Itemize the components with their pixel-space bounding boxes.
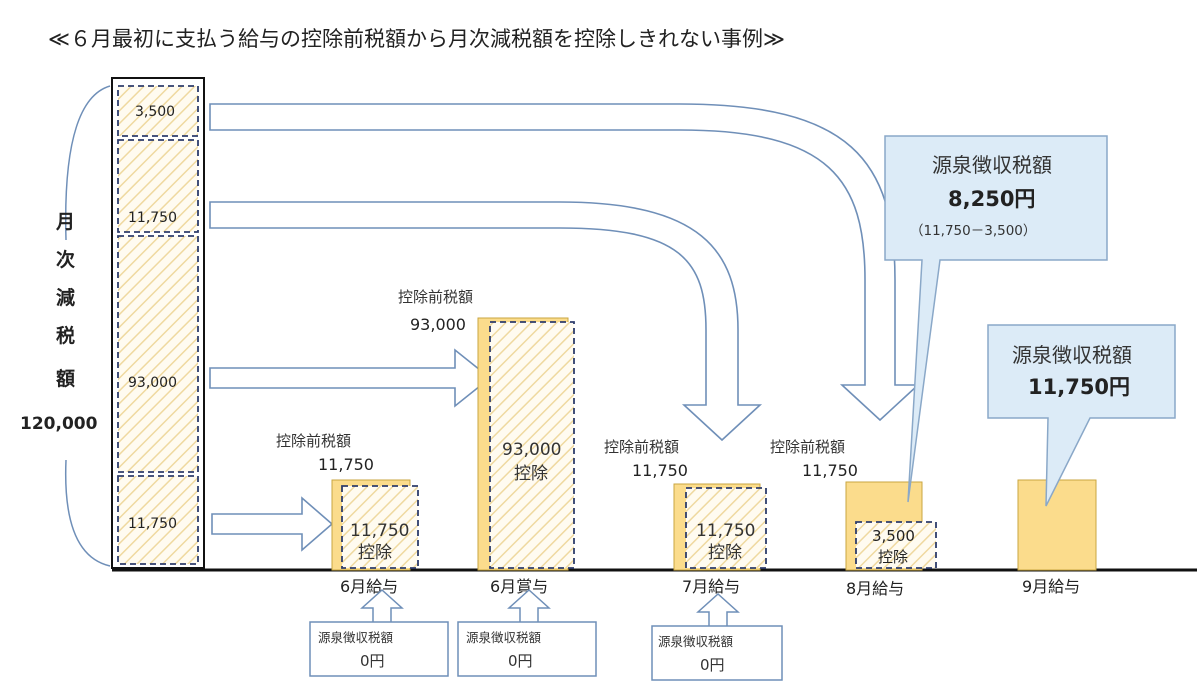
pre-tax-value: 11,750 xyxy=(802,461,858,480)
period-sep-salary: 9月給与 xyxy=(1017,479,1097,596)
withholding-label: 源泉徴収税額 xyxy=(658,634,734,649)
deduction-label: 控除 xyxy=(358,543,392,563)
pre-tax-label: 控除前税額 xyxy=(770,438,845,456)
withholding-value: 0円 xyxy=(508,652,533,670)
pre-tax-label: 控除前税額 xyxy=(604,438,679,456)
pre-tax-value: 11,750 xyxy=(632,461,688,480)
curved-arrow-to-aug xyxy=(209,103,921,422)
deduction-value: 93,000 xyxy=(502,440,561,460)
month-label: 6月賞与 xyxy=(490,577,548,596)
left-stack: 月 次 減 税 額 120,000 3,500 11,750 93,000 11… xyxy=(20,77,205,569)
callout-title: 源泉徴収税額 xyxy=(932,153,1052,177)
stack-label-char-3: 減 xyxy=(56,286,75,309)
deduction-value: 3,500 xyxy=(872,527,915,545)
period-aug-salary: 控除前税額 11,750 3,500 控除 8月給与 xyxy=(770,438,937,598)
arrow-to-jun-bonus xyxy=(209,348,492,408)
pre-tax-label: 控除前税額 xyxy=(276,432,351,450)
month-label: 8月給与 xyxy=(846,579,904,598)
deduction-value: 11,750 xyxy=(350,521,409,541)
withholding-label: 源泉徴収税額 xyxy=(466,630,542,645)
withholding-value: 0円 xyxy=(700,656,725,674)
arrow-to-jun-salary xyxy=(211,496,334,552)
deduction-label: 控除 xyxy=(514,464,548,484)
up-arrow xyxy=(507,588,551,622)
withholding-box-jul-salary: 源泉徴収税額 0円 xyxy=(651,592,783,681)
deduction-value: 11,750 xyxy=(696,521,755,541)
month-label: 9月給与 xyxy=(1022,577,1080,596)
left-stack-frame xyxy=(111,77,205,569)
deduction-box xyxy=(855,521,937,569)
stack-segment-3-value: 93,000 xyxy=(128,375,177,391)
flow-arrows xyxy=(209,103,921,552)
stack-segment-4 xyxy=(117,475,199,565)
stack-label-char-4: 税 xyxy=(56,324,75,347)
stack-label-char-1: 月 xyxy=(55,211,75,233)
callout-sep-withholding: 源泉徴収税額 11,750円 xyxy=(987,324,1176,507)
callout-aug-withholding: 源泉徴収税額 8,250円 （11,750－3,500） xyxy=(884,135,1108,503)
curved-arrow-to-jul xyxy=(209,201,763,442)
stack-segment-4-value: 11,750 xyxy=(128,516,177,532)
callout-calc: （11,750－3,500） xyxy=(910,223,1036,239)
callout-title: 源泉徴収税額 xyxy=(1012,343,1132,367)
pre-tax-value: 93,000 xyxy=(410,315,466,334)
callout-shape xyxy=(987,324,1176,507)
stack-segment-2-value: 11,750 xyxy=(128,210,177,226)
stack-label-char-5: 額 xyxy=(56,367,75,390)
stack-segment-2 xyxy=(117,139,199,233)
withholding-bar xyxy=(1017,479,1097,571)
callout-amount: 8,250円 xyxy=(948,187,1035,211)
stack-segment-1 xyxy=(117,85,199,137)
deduction-label: 控除 xyxy=(708,543,742,563)
withholding-label: 源泉徴収税額 xyxy=(318,630,394,645)
withholding-box-jun-salary: 源泉徴収税額 0円 xyxy=(309,588,449,677)
period-jun-bonus: 控除前税額 93,000 93,000 控除 6月賞与 xyxy=(398,288,575,596)
stack-total-value: 120,000 xyxy=(20,414,98,434)
deduction-box xyxy=(341,485,419,569)
pre-tax-label: 控除前税額 xyxy=(398,288,473,306)
withholding-box xyxy=(457,621,597,677)
callout-amount: 11,750円 xyxy=(1028,375,1130,399)
withholding-value: 0円 xyxy=(360,652,385,670)
deduction-label: 控除 xyxy=(878,548,908,566)
stack-segment-1-value: 3,500 xyxy=(135,104,175,120)
pre-tax-value: 11,750 xyxy=(318,455,374,474)
diagram-title: ≪６月最初に支払う給与の控除前税額から月次減税額を控除しきれない事例≫ xyxy=(48,27,785,51)
period-jun-salary: 控除前税額 11,750 11,750 控除 6月給与 xyxy=(276,432,419,596)
deduction-box xyxy=(685,487,767,569)
up-arrow xyxy=(696,592,740,626)
callout-shape xyxy=(884,135,1108,503)
deduction-box xyxy=(489,321,575,569)
month-label: 7月給与 xyxy=(682,577,740,596)
left-stack-bracket xyxy=(64,85,111,567)
up-arrow xyxy=(360,588,404,622)
withholding-box xyxy=(651,625,783,681)
stack-segment-3 xyxy=(117,235,199,473)
month-label: 6月給与 xyxy=(340,577,398,596)
withholding-box-jun-bonus: 源泉徴収税額 0円 xyxy=(457,588,597,677)
withholding-box xyxy=(309,621,449,677)
stack-label-char-2: 次 xyxy=(56,248,75,271)
period-jul-salary: 控除前税額 11,750 11,750 控除 7月給与 xyxy=(604,438,767,596)
